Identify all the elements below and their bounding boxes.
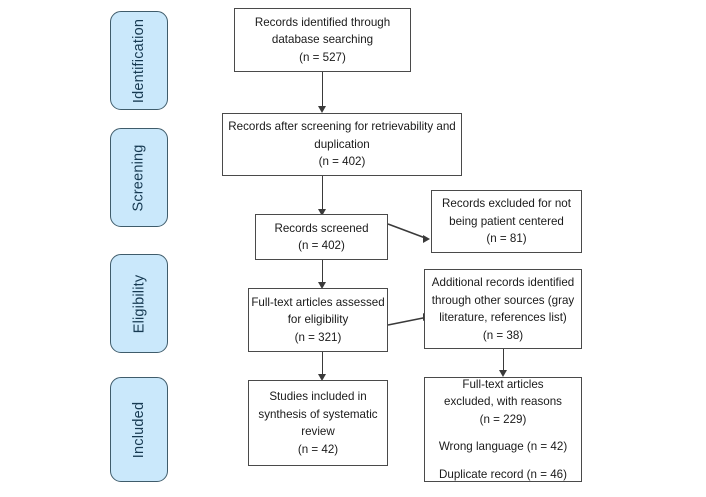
box-fulltext-assessed-line2: for eligibility — [287, 313, 349, 327]
box-records-identified-count: (n = 527) — [299, 50, 346, 64]
stage-label-eligibility-text: Eligibility — [131, 274, 148, 333]
arrow-fulltext-to-studies-included — [317, 374, 326, 381]
box-fulltext-excluded: Full-text articles excluded, with reason… — [424, 377, 582, 482]
box-fulltext-assessed-count: (n = 321) — [294, 330, 342, 344]
box-additional-records: Additional records identified through ot… — [424, 269, 582, 349]
connector-screened-to-excluded — [387, 223, 429, 240]
connector-identified-to-after-screening — [322, 72, 323, 108]
box-studies-included-line1: Studies included in — [269, 390, 367, 403]
stage-label-eligibility: Eligibility — [110, 254, 168, 353]
stage-label-screening: Screening — [110, 128, 168, 227]
arrow-identified-to-after-screening — [317, 106, 326, 113]
arrow-after-screening-to-screened — [317, 209, 326, 216]
box-records-identified: Records identified through database sear… — [234, 8, 411, 72]
arrow-additional-to-fulltext-excluded — [498, 370, 507, 377]
box-records-after-screening-line1: Records after screening for retrievabili… — [228, 120, 456, 134]
box-records-after-screening-count: (n = 402) — [318, 155, 366, 169]
connector-additional-to-fulltext-excluded — [503, 349, 504, 372]
box-fulltext-assessed-line1: Full-text articles assessed — [251, 295, 385, 309]
connector-screened-to-fulltext — [322, 260, 323, 284]
arrow-screened-to-fulltext — [317, 282, 326, 289]
box-studies-included-count: (n = 42) — [297, 442, 339, 456]
box-additional-records-count: (n = 38) — [482, 328, 524, 342]
box-records-screened-line1: Records screened — [274, 221, 369, 235]
box-fulltext-assessed: Full-text articles assessed for eligibil… — [248, 288, 388, 352]
box-fulltext-excluded-reason-2: Duplicate record (n = 46) — [439, 467, 567, 481]
box-records-after-screening-line2: duplication — [314, 137, 370, 151]
connector-after-screening-to-screened — [322, 176, 323, 211]
box-records-excluded: Records excluded for not being patient c… — [431, 190, 582, 253]
box-additional-records-line1: Additional records identified — [431, 276, 575, 289]
stage-label-screening-text: Screening — [131, 143, 147, 212]
box-fulltext-excluded-reason-1: Wrong language (n = 42) — [438, 440, 568, 454]
box-records-excluded-line2: being patient centered — [449, 214, 564, 228]
box-fulltext-excluded-count: (n = 229) — [479, 412, 527, 426]
connector-fulltext-to-additional — [387, 316, 429, 326]
box-studies-included-line2: synthesis of systematic — [258, 407, 378, 421]
arrow-screened-to-excluded — [423, 234, 430, 243]
stage-label-included-text: Included — [131, 401, 148, 458]
stage-label-included: Included — [110, 377, 168, 482]
box-additional-records-line2: through other sources (gray — [431, 293, 575, 307]
box-records-identified-line1: Records identified through — [254, 15, 391, 29]
stage-label-identification-text: Identification — [131, 18, 147, 103]
box-records-excluded-line1: Records excluded for not — [442, 197, 571, 211]
box-records-screened-count: (n = 402) — [298, 239, 345, 252]
box-records-screened: Records screened (n = 402) — [255, 214, 388, 260]
box-records-after-screening: Records after screening for retrievabili… — [222, 113, 462, 176]
box-fulltext-excluded-line2: excluded, with reasons — [444, 395, 562, 409]
connector-fulltext-to-studies-included — [322, 352, 323, 376]
box-studies-included-line3: review — [301, 425, 335, 438]
box-records-excluded-count: (n = 81) — [486, 232, 527, 246]
box-studies-included: Studies included in synthesis of systema… — [248, 380, 388, 466]
box-records-identified-line2: database searching — [271, 33, 374, 47]
box-additional-records-line3: literature, references list) — [439, 311, 567, 324]
box-fulltext-excluded-line1: Full-text articles — [462, 377, 544, 391]
stage-label-identification: Identification — [110, 11, 168, 110]
